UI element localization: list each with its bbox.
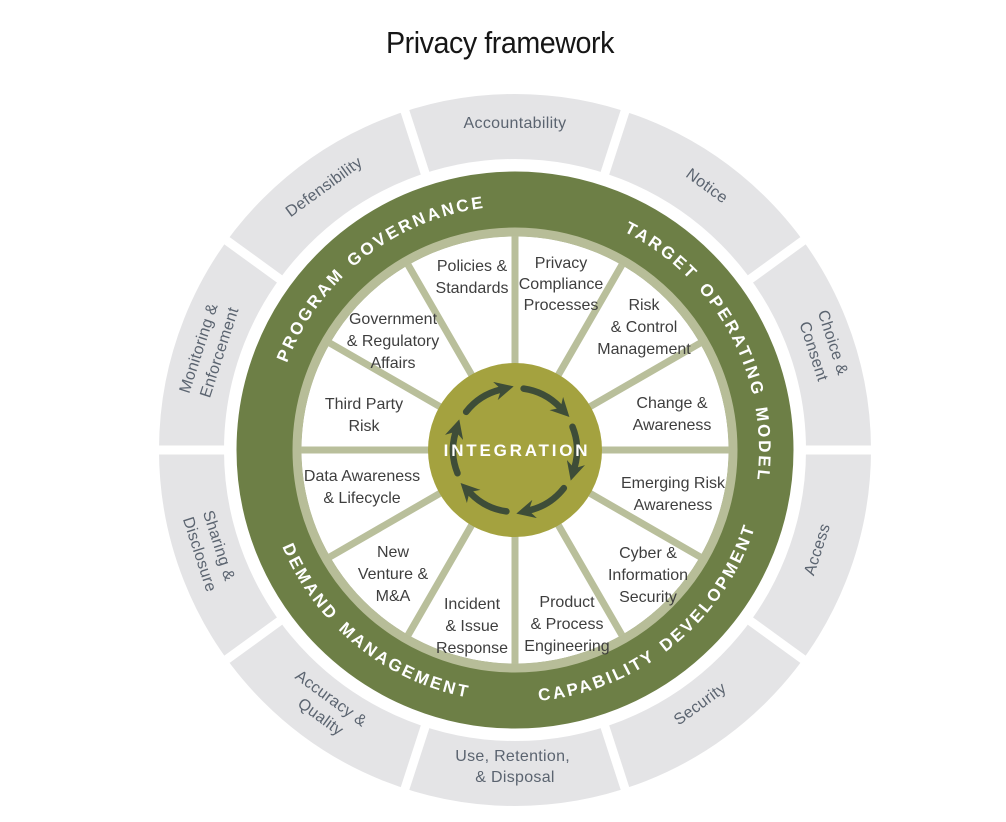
svg-text:Security: Security: [619, 589, 677, 606]
svg-text:Affairs: Affairs: [370, 355, 415, 372]
svg-text:M&A: M&A: [376, 588, 411, 605]
outer-label-use-retention-disposal: Use, Retention, & Disposal: [455, 748, 575, 786]
outer-ring-dividers: [156, 107, 874, 793]
svg-text:Cyber &: Cyber &: [619, 545, 677, 562]
svg-text:Change &: Change &: [636, 395, 707, 412]
svg-text:Policies &: Policies &: [437, 258, 508, 275]
svg-text:Awareness: Awareness: [634, 497, 713, 514]
svg-text:Data Awareness: Data Awareness: [304, 468, 420, 485]
svg-text:Third Party: Third Party: [325, 396, 403, 413]
svg-text:Response: Response: [436, 640, 508, 657]
svg-text:& Process: & Process: [531, 616, 604, 633]
wheel-segment-label-third-party-risk: Third Party Risk: [325, 396, 403, 435]
svg-text:& Lifecycle: & Lifecycle: [323, 490, 400, 507]
wheel-segment-label-incident-issue-response: Incident & Issue Response: [436, 596, 508, 657]
svg-text:Product: Product: [539, 594, 595, 611]
svg-text:& Control: & Control: [611, 319, 678, 336]
svg-text:Risk: Risk: [348, 418, 380, 435]
wheel-segment-label-policies-standards: Policies & Standards: [436, 258, 509, 297]
outer-label-accountability: Accountability: [464, 115, 567, 132]
wheel-segment-label-change-awareness: Change & Awareness: [633, 395, 712, 434]
integration-label: INTEGRATION: [444, 441, 591, 460]
wheel-segment-labels: Policies & Standards Privacy Compliance …: [304, 255, 726, 657]
quadrant-ring: [236, 171, 794, 729]
svg-text:Emerging Risk: Emerging Risk: [621, 475, 726, 492]
wheel-segment-label-government-regulatory-affairs: Government & Regulatory Affairs: [347, 311, 440, 372]
svg-text:Venture &: Venture &: [358, 566, 429, 583]
svg-text:Incident: Incident: [444, 596, 501, 613]
svg-text:Information: Information: [608, 567, 688, 584]
svg-text:Processes: Processes: [524, 297, 599, 314]
svg-text:& Regulatory: & Regulatory: [347, 333, 440, 350]
svg-text:Awareness: Awareness: [633, 417, 712, 434]
svg-text:& Issue: & Issue: [445, 618, 498, 635]
svg-text:Privacy: Privacy: [535, 255, 587, 272]
svg-text:Management: Management: [597, 341, 691, 358]
wheel-segment-label-data-awareness-lifecycle: Data Awareness & Lifecycle: [304, 468, 420, 507]
wheel-segment-label-privacy-compliance-processes: Privacy Compliance Processes: [519, 255, 604, 314]
wheel-segment-label-risk-control-management: Risk & Control Management: [597, 297, 691, 358]
inner-ring-border: [292, 227, 738, 673]
svg-text:Compliance: Compliance: [519, 276, 604, 293]
page-title: Privacy framework: [386, 25, 615, 60]
svg-text:Engineering: Engineering: [524, 638, 609, 655]
svg-text:Risk: Risk: [628, 297, 660, 314]
svg-text:New: New: [377, 544, 409, 561]
wheel-segment-label-new-venture-ma: New Venture & M&A: [358, 544, 429, 605]
svg-text:Government: Government: [349, 311, 438, 328]
wheel-segment-label-product-process-engineering: Product & Process Engineering: [524, 594, 609, 655]
svg-text:Standards: Standards: [436, 280, 509, 297]
wheel-segment-label-emerging-risk-awareness: Emerging Risk Awareness: [621, 475, 726, 514]
wheel-segment-label-cyber-information-security: Cyber & Information Security: [608, 545, 688, 606]
